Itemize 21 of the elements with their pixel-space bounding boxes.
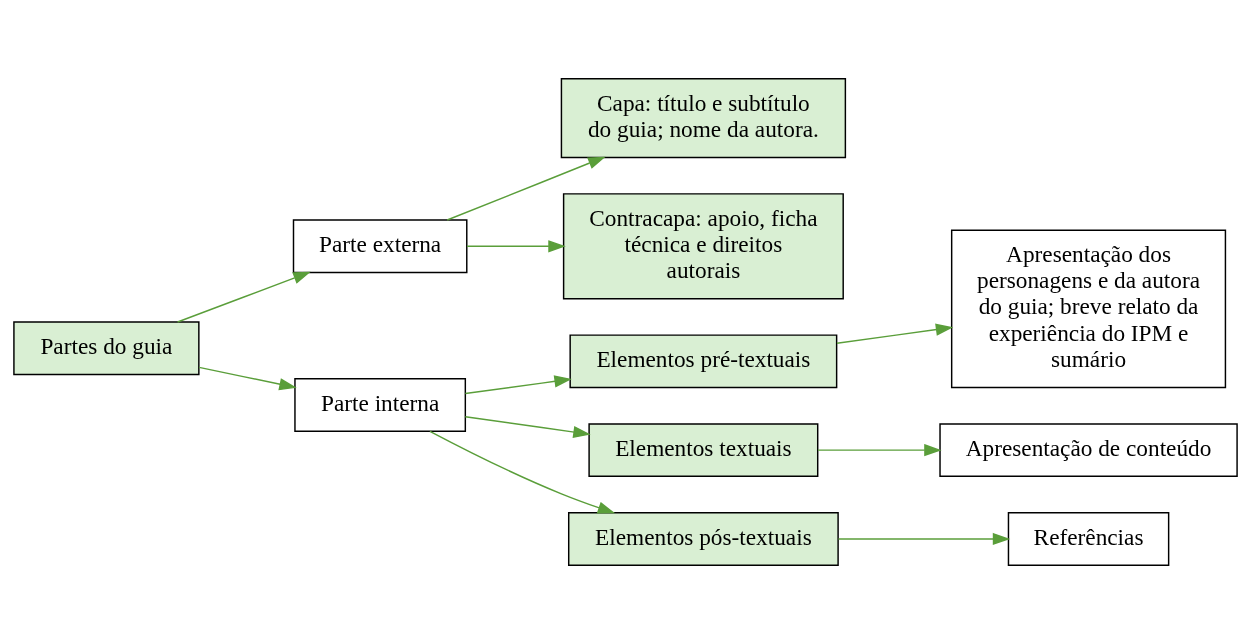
arrow — [429, 430, 616, 514]
arrow — [837, 532, 1011, 546]
node-box: Capa: título e subtítulo do guia; nome da autora. — [560, 78, 847, 159]
node-box: Apresentação de conteúdo — [939, 423, 1238, 478]
arrow — [176, 271, 311, 323]
arrow — [836, 323, 954, 344]
arrow — [446, 156, 606, 221]
arrow — [817, 444, 942, 457]
node-box: Apresentação dos personagens e da autora do guia; breve relato da experiência do IPM e sumário — [950, 229, 1227, 389]
arrow — [464, 375, 572, 395]
node-box: Partes do guia — [13, 321, 200, 376]
arrow — [198, 366, 297, 391]
arrow — [466, 240, 566, 253]
node-box: Parte interna — [294, 378, 467, 432]
node-box: Referências — [1007, 512, 1170, 566]
arrow — [464, 416, 591, 439]
node-box: Elementos pós-textuais — [568, 512, 839, 566]
node-box: Contracapa: apoio, ficha técnica e direitos autorais — [562, 193, 844, 300]
node-box: Parte externa — [292, 219, 468, 274]
node-box: Elementos pré-textuais — [569, 334, 838, 389]
node-box: Elementos textuais — [588, 423, 819, 478]
